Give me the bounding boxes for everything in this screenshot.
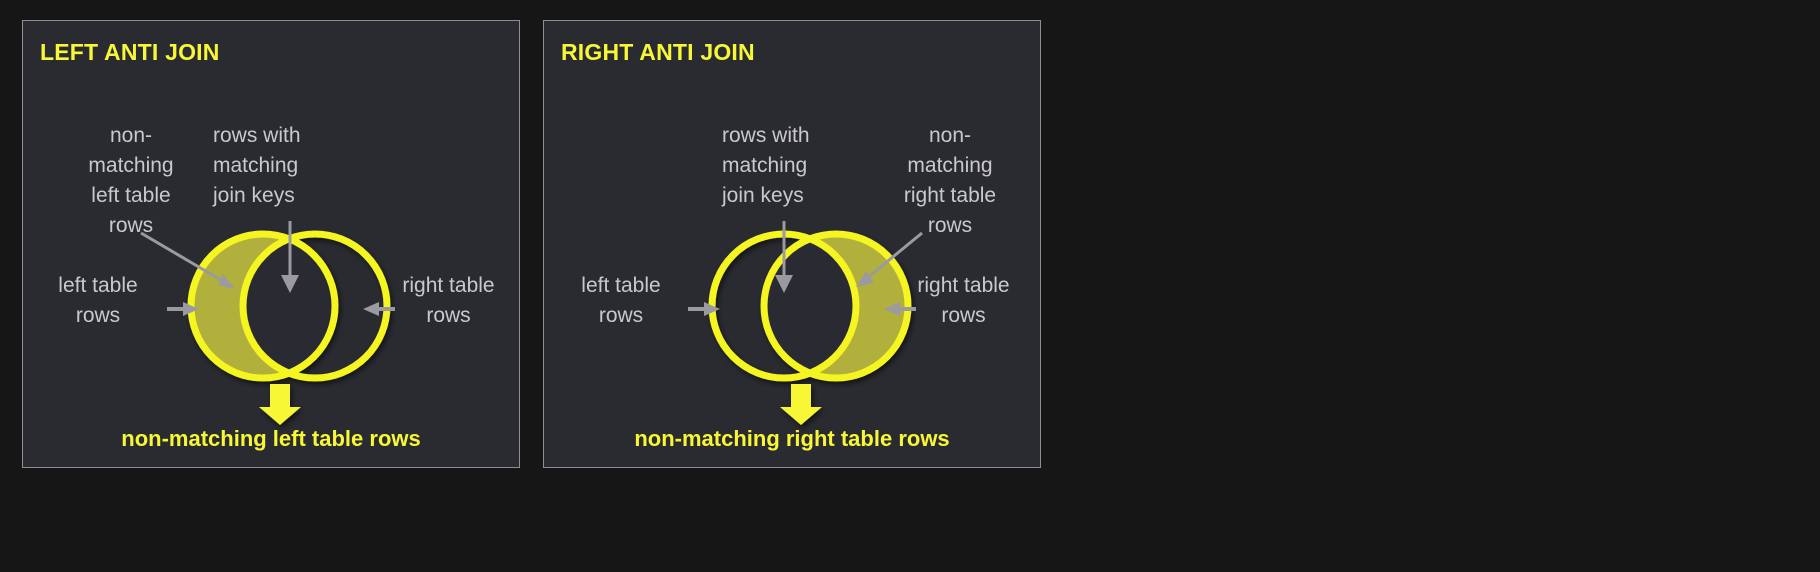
- annotation-matching-join-keys: rows with matching join keys: [213, 124, 301, 207]
- venn-diagram-right: [544, 21, 1042, 469]
- annotation-left-table-rows: left table rows: [58, 274, 138, 327]
- annotation-matching-join-keys: rows with matching join keys: [722, 124, 810, 207]
- annotation-left-table-rows: left table rows: [581, 274, 661, 327]
- panel-right-anti-join: RIGHT ANTI JOIN rows with matching join …: [543, 20, 1041, 468]
- annotation-non-matching-right-rows: non- matching right table rows: [903, 124, 997, 237]
- panel-caption: non-matching right table rows: [634, 426, 950, 451]
- panel-caption: non-matching left table rows: [121, 426, 421, 451]
- side-arrow-left: [167, 302, 199, 316]
- venn-circle-left: [187, 230, 339, 382]
- panel-title: RIGHT ANTI JOIN: [561, 39, 755, 65]
- venn-region-left-only: [191, 234, 335, 378]
- venn-diagram-left: [23, 21, 521, 469]
- venn-circle-left: [708, 230, 860, 382]
- annotation-right-table-rows: right table rows: [402, 274, 495, 327]
- panel-title: LEFT ANTI JOIN: [40, 39, 220, 65]
- leader-arrow-matching-keys: [281, 221, 299, 293]
- venn-circle-right: [760, 230, 912, 382]
- venn-region-right-only: [764, 234, 908, 378]
- result-down-arrow: [780, 384, 822, 425]
- side-arrow-left: [688, 302, 720, 316]
- annotation-right-table-rows: right table rows: [917, 274, 1010, 327]
- venn-circle-right: [239, 230, 391, 382]
- result-down-arrow: [259, 384, 301, 425]
- leader-arrow-matching-keys: [775, 221, 793, 293]
- annotation-non-matching-left-rows: non- matching left table rows: [88, 124, 174, 237]
- panel-left-anti-join: LEFT ANTI JOIN non- matching left table …: [22, 20, 520, 468]
